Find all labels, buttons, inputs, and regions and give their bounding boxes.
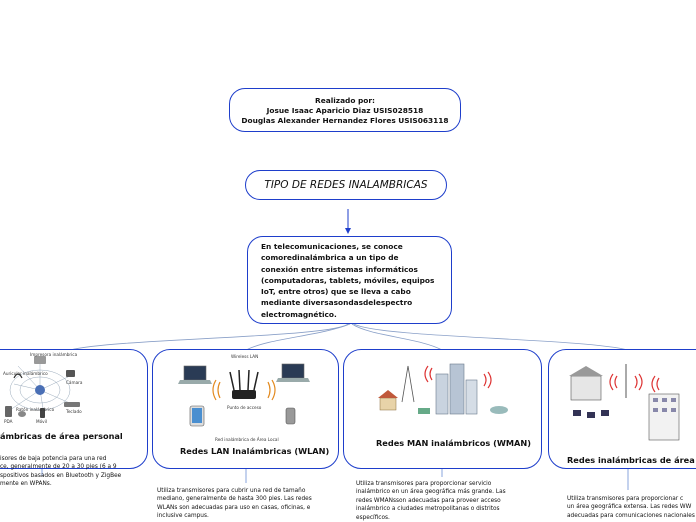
laptop-icon <box>276 363 310 382</box>
router-icon <box>229 369 259 399</box>
credits-author-1: Josue Isaac Aparicio Diaz USIS028518 <box>266 106 424 115</box>
card-wlan-label: Redes LAN Inalámbricas (WLAN) <box>180 446 330 456</box>
wman-description-line: inalámbrico a ciudades metropolitanas o … <box>356 506 500 513</box>
wpan-description-line: mente en WPANs. <box>0 481 52 488</box>
wpan-description-line: ce, generalmente de 20 a 30 pies (6 a 9 <box>0 464 117 471</box>
printer-icon <box>34 356 46 364</box>
definition-line: En telecomunicaciones, se conoce <box>261 242 403 251</box>
computer-icon <box>573 410 609 418</box>
van-icon <box>418 408 430 414</box>
mouse-icon <box>18 411 26 417</box>
wpan-icon-label: PDA <box>4 419 13 424</box>
card-wpan-label: ámbricas de área personal <box>0 431 123 441</box>
wpan-description-line: spositivos basados en Bluetooth y ZigBee <box>0 472 122 479</box>
main-title-box: TIPO DE REDES INALAMBRICAS <box>245 170 447 200</box>
camera-icon <box>66 370 75 377</box>
wwan-description-line: Utiliza transmisores para proporcionar c <box>567 496 684 502</box>
wpan-devices-illustration <box>5 356 80 418</box>
keyboard-icon <box>64 402 80 407</box>
headset-icon <box>13 373 23 379</box>
wlan-description-line: mediano, generalmente de hasta 300 pies.… <box>157 496 312 503</box>
wifi-waves-icon <box>212 379 276 401</box>
laptop-icon <box>178 365 212 384</box>
credits-author-2: Douglas Alexander Hernandez Flores USIS0… <box>241 116 449 125</box>
wlan-description-line: Utiliza transmisores para cubrir una red… <box>157 488 306 494</box>
definition-line: electromagnético. <box>261 309 337 319</box>
signal-waves-icon <box>424 365 492 389</box>
antenna-tower-icon <box>401 365 415 403</box>
car-icon <box>490 406 508 414</box>
wpan-icon-label: Móvil <box>36 419 47 424</box>
card-wlan <box>152 349 339 469</box>
house-icon <box>378 390 398 411</box>
wlan-description-line: inclusive campus. <box>157 513 209 520</box>
wlan-description-line: WLANs son adecuadas para uso en casas, o… <box>157 504 311 511</box>
wlan-top-caption: Wireless LAN <box>231 354 259 359</box>
wpan-icon-label: Auricular inalámbrico <box>3 371 48 376</box>
definition-line: (computadoras, tablets, móviles, equipos <box>261 275 435 285</box>
wpan-icon-label: Ratón inalámbrico <box>16 407 55 412</box>
definition-line: IoT, entre otros) que se lleva a cabo <box>261 287 411 297</box>
wpan-description: isores de baja potencia para una red ce,… <box>0 455 130 489</box>
wlan-router-caption: Punto de acceso <box>227 405 262 410</box>
phone-icon <box>40 408 45 418</box>
definition-line: mediante diversasondasdelespectro <box>261 298 413 308</box>
credits-heading: Realizado por: <box>315 96 375 105</box>
card-wman-label: Redes MAN inalámbricos (WMAN) <box>376 438 531 448</box>
definition-line: conexión entre sistemas informáticos <box>261 264 418 274</box>
wwan-description: Utiliza transmisores para proporcionar c… <box>567 495 696 520</box>
bluetooth-hub-icon <box>35 385 45 395</box>
wlan-bottom-caption: Red inalámbrica de Área Local <box>215 437 279 442</box>
wman-description-line: inalámbrico en un área geográfica más gr… <box>356 489 506 496</box>
wman-description: Utiliza transmisores para proporcionar s… <box>356 480 526 522</box>
office-building-icon <box>648 393 680 441</box>
wpan-icon-label: Impresora inalámbrica <box>30 352 78 357</box>
wlan-description: Utiliza transmisores para cubrir una red… <box>157 487 317 521</box>
wpan-description-line: isores de baja potencia para una red <box>0 456 107 462</box>
wman-description-line: redes WMANsson adecuadas para proveer ac… <box>356 497 501 504</box>
wwan-description-line: un área geográfica extensa. Las redes WW <box>567 504 692 511</box>
building-icon <box>435 363 478 415</box>
wpan-icon-label: Teclado <box>66 409 82 414</box>
wwan-description-line: adecuadas para comunicaciones nacionales <box>567 512 695 519</box>
wman-description-line: Utiliza transmisores para proporcionar s… <box>356 481 492 487</box>
wwan-illustration <box>569 364 680 441</box>
card-wwan-label: Redes inalámbricas de área ampl <box>567 455 696 465</box>
building-icon <box>569 366 603 401</box>
credits-box: Realizado por: Josue Isaac Aparicio Diaz… <box>229 88 461 132</box>
definition-box: En telecomunicaciones, se conoce comored… <box>247 236 452 324</box>
branch-curves <box>69 323 629 351</box>
signal-waves-icon <box>609 373 660 393</box>
wlan-illustration <box>178 363 310 427</box>
definition-line: comoredinalámbrica a un tipo de <box>261 253 399 263</box>
pda-icon <box>5 406 12 417</box>
wpan-icon-label: Cámara <box>66 380 83 385</box>
card-wpan <box>0 349 148 469</box>
wman-description-line: específicos. <box>356 514 390 521</box>
phone-icon <box>285 407 296 425</box>
main-title: TIPO DE REDES INALAMBRICAS <box>264 179 428 191</box>
wman-city-illustration <box>378 363 508 415</box>
